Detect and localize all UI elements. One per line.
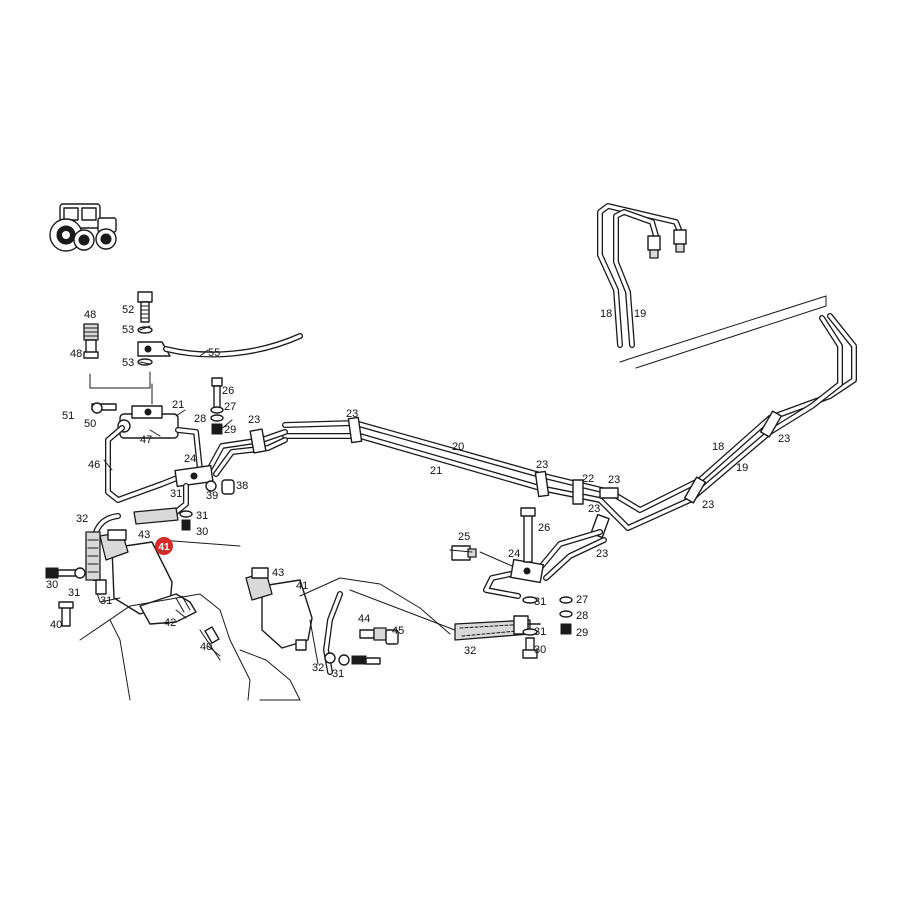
pipe-to-junction-24-right: [451, 507, 607, 599]
highlighted-part-41-marker[interactable]: 41: [155, 537, 173, 555]
callout-labels: 48 48 52 53 55 53 26 51 50 21 27 28 29 2…: [46, 304, 790, 680]
callout-label: 29: [224, 424, 236, 436]
callout-label: 39: [206, 490, 218, 502]
callout-label: 28: [576, 610, 588, 622]
callout-label: 18: [600, 308, 612, 320]
callout-label: 53: [122, 357, 134, 369]
callout-label: 27: [576, 594, 588, 606]
callout-label: 25: [458, 531, 470, 543]
callout-label: 47: [140, 434, 152, 446]
callout-label: 21: [430, 465, 442, 477]
valve-block-47: [91, 402, 203, 503]
left-base-outline: [79, 593, 251, 701]
upper-left-assembly: [83, 291, 303, 405]
callout-label: 31: [100, 595, 112, 607]
callout-label: 53: [122, 324, 134, 336]
callout-label: 32: [76, 513, 88, 525]
callout-label: 18: [712, 441, 724, 453]
callout-label: 55: [208, 347, 220, 359]
callout-label: 23: [588, 503, 600, 515]
pipe-clamps: [347, 410, 783, 539]
highlight-circle[interactable]: [155, 537, 173, 555]
pipe-group-18-19-upper: [597, 203, 687, 348]
callout-label: 23: [596, 548, 608, 560]
callout-label: 43: [272, 567, 284, 579]
callout-label: 51: [62, 410, 74, 422]
callout-label: 31: [534, 626, 546, 638]
callout-label: 23: [346, 408, 358, 420]
callout-label: 31: [170, 488, 182, 500]
callout-label: 31: [68, 587, 80, 599]
junction-block-24-right: [509, 558, 545, 584]
left-cylinder: [95, 529, 241, 625]
fitting-19-top: [673, 229, 687, 253]
callout-label: 29: [576, 627, 588, 639]
callout-label: 23: [248, 414, 260, 426]
callout-label: 43: [138, 529, 150, 541]
bolt-26-right: [520, 507, 536, 563]
upper-frame-lines: [619, 295, 827, 369]
callout-label: 52: [122, 304, 134, 316]
callout-label: 26: [538, 522, 550, 534]
callout-label: 41: [296, 580, 308, 592]
callout-label: 48: [70, 348, 82, 360]
right-cylinder: [239, 567, 451, 701]
tractor-icon: [49, 203, 117, 252]
callout-label: 23: [778, 433, 790, 445]
callout-label: 40: [50, 619, 62, 631]
part-48-upper: [83, 323, 99, 341]
callout-label: 30: [46, 579, 58, 591]
part-48-lower: [83, 339, 99, 359]
callout-label: 21: [172, 399, 184, 411]
bolt-stack-right: [522, 596, 573, 659]
callout-label: 32: [464, 645, 476, 657]
fitting-18-top: [647, 235, 661, 259]
callout-label: 19: [634, 308, 646, 320]
bolts-left: [45, 567, 220, 644]
callout-label: 20: [452, 441, 464, 453]
callout-label: 22: [582, 473, 594, 485]
callout-label: 45: [392, 625, 404, 637]
callout-label: 31: [332, 668, 344, 680]
highlight-label[interactable]: 41: [158, 542, 170, 553]
callout-label: 31: [196, 510, 208, 522]
callout-label: 30: [196, 526, 208, 538]
callout-label: 23: [536, 459, 548, 471]
callout-label: 27: [224, 401, 236, 413]
callout-label: 23: [702, 499, 714, 511]
callout-label: 48: [84, 309, 96, 321]
callout-label: 38: [236, 480, 248, 492]
callout-label: 23: [608, 474, 620, 486]
callout-label: 46: [88, 459, 100, 471]
hose-32-left: [85, 507, 179, 581]
callout-label: 32: [312, 662, 324, 674]
callout-label: 19: [736, 462, 748, 474]
callout-label: 44: [358, 613, 370, 625]
callout-label: 28: [194, 413, 206, 425]
callout-label: 24: [184, 453, 196, 465]
callout-label: 50: [84, 418, 96, 430]
callout-label: 26: [222, 385, 234, 397]
callout-label: 40: [200, 641, 212, 653]
junction-24-left: [173, 377, 288, 531]
leader-lines: [103, 325, 473, 657]
part-25: [451, 545, 477, 561]
callout-label: 30: [534, 644, 546, 656]
callout-label: 24: [508, 548, 520, 560]
parts-44-45: [324, 627, 399, 666]
callout-label: 42: [164, 617, 176, 629]
callout-label: 31: [534, 596, 546, 608]
